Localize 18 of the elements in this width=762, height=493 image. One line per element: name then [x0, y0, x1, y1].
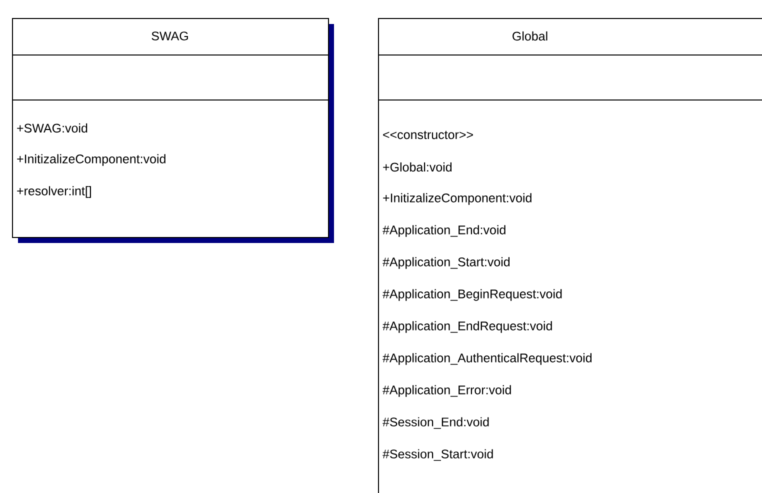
member-text: #Session_End:void [382, 417, 489, 429]
member-text: #Application_BeginRequest:void [382, 289, 562, 301]
member-text: #Session_Start:void [382, 449, 493, 461]
member-text: #Application_Error:void [382, 385, 511, 397]
member-text: +resolver:int[] [17, 186, 91, 198]
member-text: #Application_EndRequest:void [382, 321, 552, 333]
class-name: Global [512, 31, 548, 41]
member-text: +Global:void [383, 162, 452, 172]
member-text: #Application_AuthenticalRequest:void [382, 353, 592, 365]
member-text: #Application_End:void [382, 225, 506, 237]
member-text: +SWAG:void [17, 123, 88, 133]
member-text: <<constructor>> [383, 130, 473, 140]
class-name: SWAG [152, 32, 188, 40]
member-text: +InitizalizeComponent:void [17, 154, 166, 166]
class-box [12, 18, 334, 243]
member-text: +InitizalizeComponent:void [383, 193, 532, 205]
class-box [378, 18, 762, 493]
member-text: #Application_Start:void [382, 257, 510, 269]
